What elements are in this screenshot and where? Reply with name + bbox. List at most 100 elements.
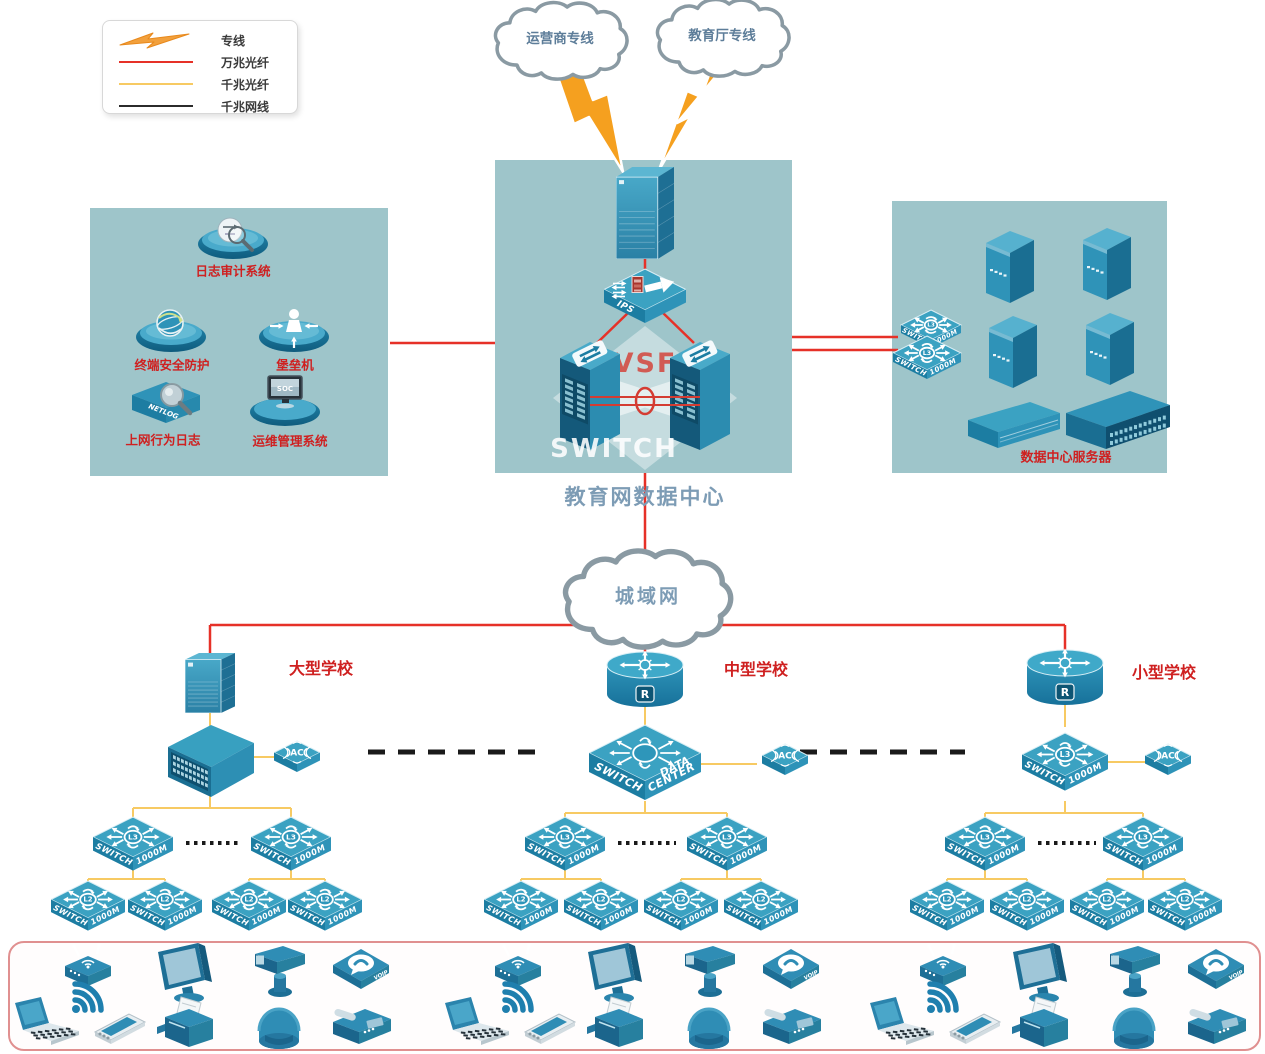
svg-text:AC: AC <box>778 751 792 761</box>
server-tower <box>1082 305 1138 389</box>
core-switch-tower <box>667 332 733 452</box>
dome-camera <box>1108 1001 1160 1053</box>
black-line-sample <box>119 105 193 107</box>
server-tower <box>1079 220 1135 304</box>
router: R <box>1026 648 1104 708</box>
svg-text:AC: AC <box>1161 751 1175 761</box>
svg-text:L3: L3 <box>1060 750 1071 759</box>
smartphone <box>87 1008 149 1050</box>
netlog-icon: NETLOG <box>122 375 210 433</box>
desk-phone <box>759 1002 825 1050</box>
legend-label: 千兆光纤 <box>221 78 270 92</box>
firewall <box>185 653 235 713</box>
laptop <box>441 997 511 1049</box>
edu-cloud-label: 教育厅专线 <box>688 28 756 44</box>
voip-device: VOIP <box>761 947 821 993</box>
svg-text:AC: AC <box>290 748 304 758</box>
svg-text:VSF: VSF <box>613 348 678 379</box>
ac-controller: AC <box>762 742 808 778</box>
desktop-computer <box>156 942 220 1004</box>
servers-zone-label: 数据中心服务器 <box>1020 450 1112 466</box>
printer <box>587 995 649 1053</box>
wireless-ap <box>912 944 974 992</box>
ptz-camera <box>1102 942 1164 998</box>
ac-controller: AC <box>274 739 320 775</box>
legend: 专线 万兆光纤 千兆光纤 千兆网线 <box>102 20 298 114</box>
log-audit-icon <box>191 211 275 263</box>
svg-text:SWITCH: SWITCH <box>550 434 678 464</box>
ptz-camera <box>677 942 739 998</box>
wifi-signal-icon <box>495 974 545 1016</box>
edu-cloud <box>646 0 798 80</box>
svg-text:L2: L2 <box>516 896 525 904</box>
svg-text:L3: L3 <box>286 832 296 841</box>
desktop-computer <box>586 942 650 1004</box>
log-audit-label: 日志审计系统 <box>195 263 271 279</box>
terminal-label: 终端安全防护 <box>134 357 210 373</box>
core-switch-tower <box>557 332 623 452</box>
lightning-icon <box>117 29 195 51</box>
voip-device: VOIP <box>1186 947 1246 993</box>
svg-text:SOC: SOC <box>277 385 293 393</box>
wifi-signal-icon <box>920 974 970 1016</box>
isp-cloud-label: 运营商专线 <box>526 31 594 47</box>
vsf-link <box>590 369 700 439</box>
bastion-label: 堡垒机 <box>276 357 314 373</box>
svg-text:L3: L3 <box>560 832 570 841</box>
wireless-ap <box>487 944 549 992</box>
datacenter-title: 教育网数据中心 <box>564 485 726 509</box>
svg-text:L2: L2 <box>83 896 92 904</box>
metro-cloud-label: 城域网 <box>614 585 682 608</box>
svg-text:L2: L2 <box>1180 896 1189 904</box>
dome-camera <box>253 1001 305 1053</box>
svg-text:L2: L2 <box>676 896 685 904</box>
printer <box>1012 995 1074 1053</box>
svg-text:L2: L2 <box>160 896 169 904</box>
svg-text:L2: L2 <box>1102 896 1111 904</box>
ops-management-icon: SOC <box>243 372 327 428</box>
wireless-ap <box>57 944 119 992</box>
desk-phone <box>1184 1002 1250 1050</box>
rack-switch <box>1066 389 1170 451</box>
svg-text:L2: L2 <box>244 896 253 904</box>
vsf-switch-text: SWITCH <box>534 429 694 469</box>
printer <box>157 995 219 1053</box>
metro-cloud <box>534 544 759 652</box>
legend-label: 千兆网线 <box>221 100 270 114</box>
svg-text:L3: L3 <box>923 350 931 357</box>
yellow-line-sample <box>119 83 193 85</box>
smartphone <box>517 1008 579 1050</box>
svg-text:L3: L3 <box>1138 832 1148 841</box>
svg-text:L3: L3 <box>722 832 732 841</box>
svg-text:L3: L3 <box>128 832 138 841</box>
terminal-security-icon <box>129 304 213 356</box>
svg-text:L2: L2 <box>1022 896 1031 904</box>
laptop <box>866 997 936 1049</box>
ips-device: IPS <box>604 268 686 326</box>
svg-text:R: R <box>1061 686 1070 699</box>
svg-text:L2: L2 <box>942 896 951 904</box>
smartphone <box>942 1008 1004 1050</box>
svg-text:L2: L2 <box>320 896 329 904</box>
svg-text:L2: L2 <box>756 896 765 904</box>
storage-device <box>968 398 1060 450</box>
server-tower <box>985 308 1041 392</box>
firewall <box>616 167 674 259</box>
svg-text:L2: L2 <box>596 896 605 904</box>
ptz-camera <box>247 942 309 998</box>
